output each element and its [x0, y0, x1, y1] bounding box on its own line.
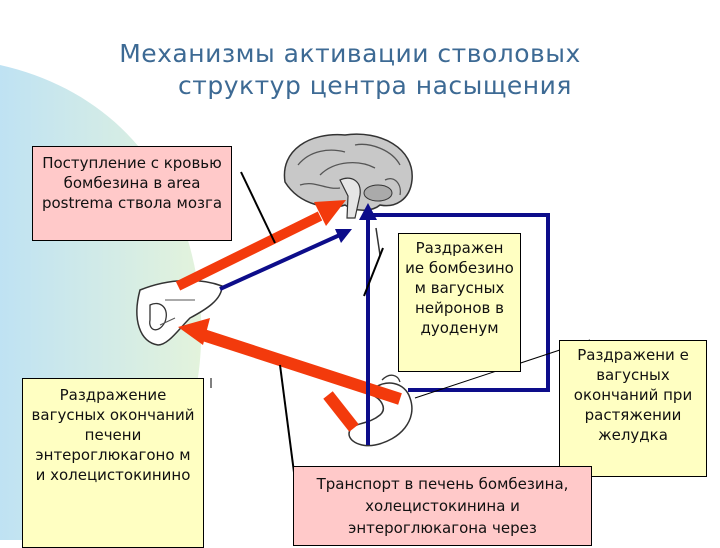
duodenum-box: Раздражен ие бомбезино м вагусных нейрон…	[398, 233, 521, 372]
blood-intake-box: Поступление с кровью бомбезина в area po…	[32, 146, 232, 241]
title-line-1: Механизмы активации стволовых	[119, 39, 581, 68]
title-line-2: структур центра насыщения	[178, 71, 572, 100]
blue-arrows	[219, 203, 550, 445]
page-title: Механизмы активации стволовых структур ц…	[0, 38, 720, 102]
brain-icon	[283, 133, 413, 256]
stomach-box: Раздражени е вагусных окончаний при раст…	[559, 340, 707, 477]
transport-box: Транспорт в печень бомбезина, холецисток…	[293, 466, 592, 546]
liver-box: Раздражение вагусных окончаний печени эн…	[22, 378, 204, 548]
